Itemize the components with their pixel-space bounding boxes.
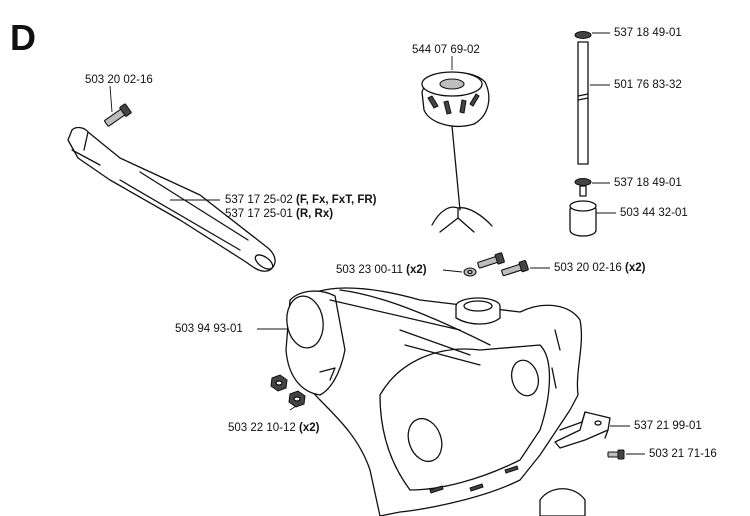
part-label-p7: 537 17 25-02 (F, Fx, FxT, FR) [225,193,377,207]
part-label-p2: 544 07 69-02 [412,43,480,57]
part-number: 503 20 02-16 [85,74,153,86]
part-number: 537 21 99-01 [634,420,702,432]
quantity-note: (x2) [299,422,320,434]
part-number: 503 23 00-11 [336,264,403,276]
part-label-p8: 537 17 25-01 (R, Rx) [225,207,333,221]
part-label-p3: 537 18 49-01 [614,26,682,40]
model-note: (R, Rx) [296,208,334,220]
leader-lines [109,32,645,455]
model-note: (F, Fx, FxT, FR) [296,194,377,206]
nuts [270,367,336,408]
quantity-note: (x2) [406,264,427,276]
part-number: 503 20 02-16 [554,262,622,274]
part-number: 501 76 83-32 [614,79,682,91]
fuel-cap [421,71,493,233]
part-number: 537 18 49-01 [614,27,682,39]
part-label-p4: 501 76 83-32 [614,78,682,92]
part-label-p9: 503 23 00-11 (x2) [336,263,427,277]
screw-top-left [104,103,132,127]
handle-tube [67,126,276,272]
part-label-p13: 537 21 99-01 [634,419,702,433]
bracket [554,411,611,449]
part-label-p12: 503 22 10-12 (x2) [228,421,319,435]
section-letter: D [10,17,36,58]
fuel-hose-assembly [569,31,597,237]
part-label-p5: 537 18 49-01 [614,176,682,190]
screw-bottom-right [607,449,625,460]
part-number: 503 22 10-12 [228,422,296,434]
part-number: 544 07 69-02 [412,44,480,56]
part-number: 537 18 49-01 [614,177,682,189]
part-label-p10: 503 20 02-16 (x2) [554,261,645,275]
part-label-p14: 503 21 71-16 [649,447,717,461]
washer-and-bolts [463,252,529,277]
part-number: 503 44 32-01 [620,207,688,219]
fuel-tank-housing [285,287,586,516]
part-number: 537 17 25-02 [225,194,293,206]
quantity-note: (x2) [625,262,646,274]
part-number: 503 94 93-01 [175,323,243,335]
part-number: 503 21 71-16 [649,448,717,460]
part-label-p11: 503 94 93-01 [175,322,243,336]
part-number: 537 17 25-01 [225,208,293,220]
part-label-p1: 503 20 02-16 [85,73,153,87]
part-label-p6: 503 44 32-01 [620,206,688,220]
